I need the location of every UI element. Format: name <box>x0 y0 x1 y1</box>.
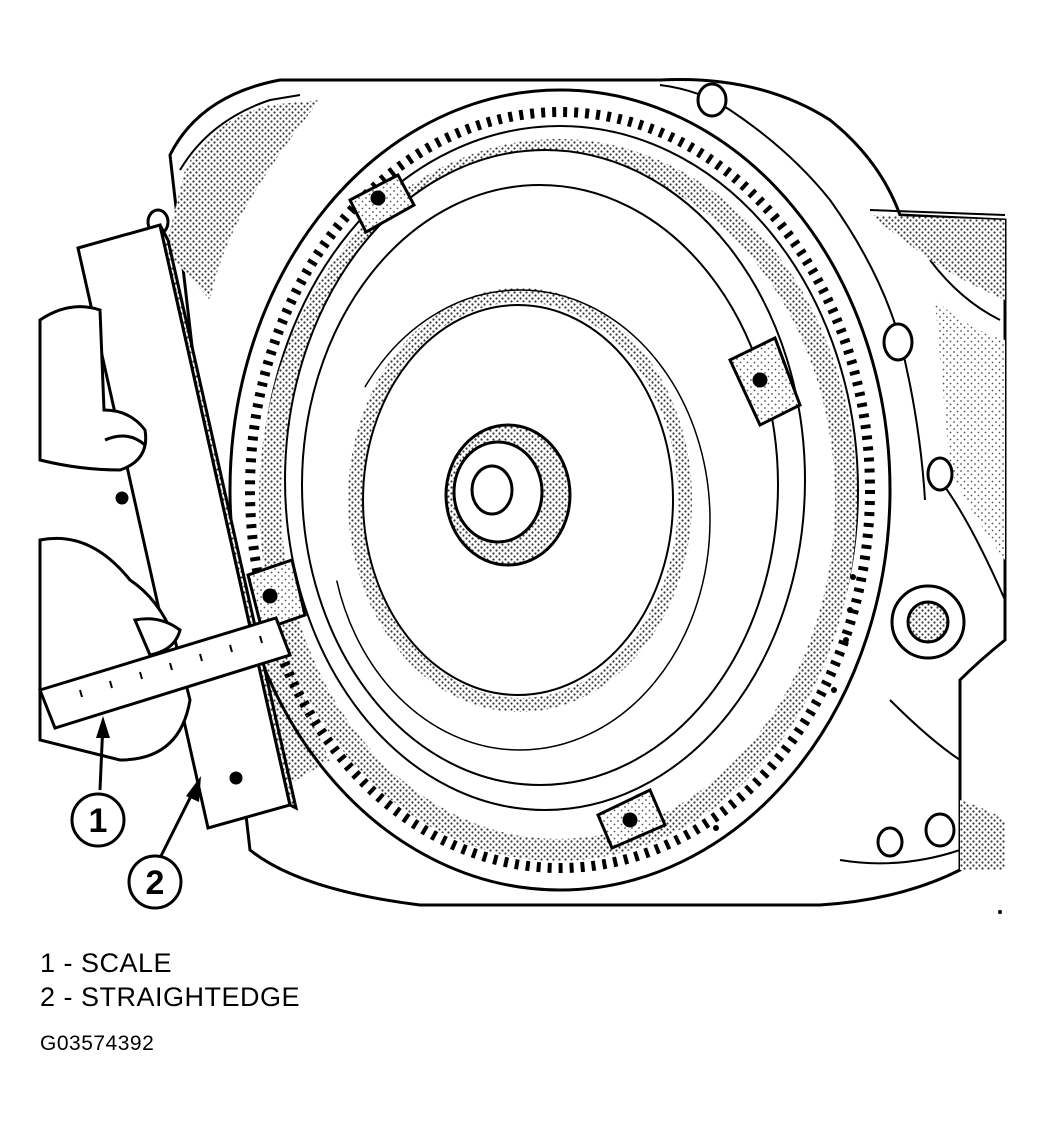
legend-item-scale: 1 - SCALE <box>40 948 173 978</box>
callout-straightedge: 2 <box>127 776 201 910</box>
converter-hub <box>444 423 572 567</box>
flywheel-measurement-illustration: 1 2 <box>38 78 1007 914</box>
lug-left <box>246 558 307 632</box>
housing-boss <box>890 584 966 660</box>
housing-bolt-holes <box>146 82 956 858</box>
lug-top <box>347 172 417 235</box>
callout-number-2: 2 <box>146 864 165 902</box>
housing-shading <box>165 100 1005 870</box>
lug-right <box>728 335 802 428</box>
stray-mark <box>998 910 1002 914</box>
figure-id: G03574392 <box>40 1032 155 1055</box>
plate-holes <box>229 574 856 831</box>
converter-lugs <box>246 172 802 850</box>
callout-scale: 1 <box>70 716 126 848</box>
lug-bottom <box>596 787 667 850</box>
callout-number-1: 1 <box>89 802 108 840</box>
legend-item-straightedge: 2 - STRAIGHTEDGE <box>40 982 301 1012</box>
legend: 1 - SCALE 2 - STRAIGHTEDGE <box>40 946 300 1014</box>
scale-icon <box>38 616 292 730</box>
